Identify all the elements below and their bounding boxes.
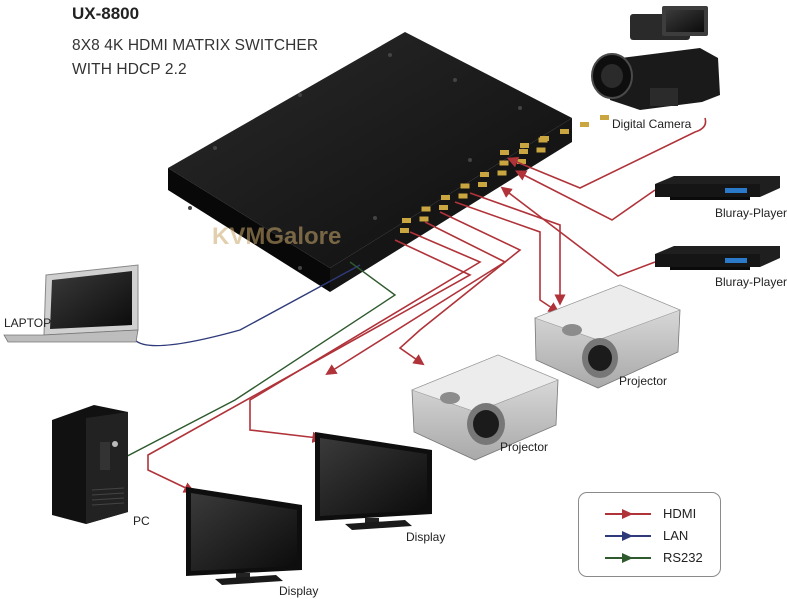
hdmi-port [540, 136, 549, 141]
legend-item-lan: LAN [579, 527, 720, 545]
display-label: Display [279, 584, 319, 598]
laptop [3, 264, 139, 343]
projector-2 [534, 284, 681, 389]
legend-label: LAN [663, 528, 689, 543]
hdmi-cables [147, 117, 707, 493]
hdmi-port-array [400, 115, 609, 233]
hdmi-port [600, 115, 609, 120]
hdmi-port [517, 159, 526, 164]
hdmi-port [560, 129, 569, 134]
bluray-player-1 [655, 176, 780, 200]
lan-cable [134, 264, 361, 347]
digital-camera [591, 6, 720, 110]
hdmi-port [421, 206, 431, 212]
watermark: KVMGalore [212, 223, 341, 250]
hdmi-port [458, 193, 468, 199]
hdmi-cable [506, 117, 707, 189]
hdmi-port [419, 216, 429, 222]
arrow-icon [622, 509, 633, 519]
subtitle-line: WITH HDCP 2.2 [72, 61, 187, 78]
legend: HDMI LAN RS232 [578, 492, 721, 577]
hdmi-port [580, 122, 589, 127]
legend-item-rs232: RS232 [579, 549, 720, 567]
pc-tower [52, 405, 128, 524]
product-model: UX-8800 [72, 4, 140, 23]
bluray-label: Bluray-Player [715, 206, 787, 220]
bluray-player-2 [655, 246, 780, 270]
camera-label: Digital Camera [612, 117, 692, 131]
arrow-icon [622, 553, 633, 563]
hdmi-cable [469, 192, 566, 306]
hdmi-port [402, 218, 411, 223]
hdmi-cable [398, 211, 522, 366]
hdmi-port [536, 147, 546, 153]
hdmi-port [460, 183, 470, 189]
display-2 [315, 432, 432, 530]
hdmi-cable [147, 239, 472, 493]
hdmi-port [441, 195, 450, 200]
hdmi-cable [325, 221, 507, 375]
hdmi-port [500, 150, 509, 155]
hdmi-cable [454, 201, 560, 314]
legend-label: HDMI [663, 506, 697, 521]
hdmi-port [497, 170, 507, 176]
hdmi-cable [515, 170, 656, 221]
hdmi-port [499, 160, 509, 166]
hdmi-port [519, 149, 528, 154]
hdmi-port [520, 143, 529, 148]
rs232-cable [109, 261, 397, 466]
hdmi-port [480, 172, 489, 177]
projector-label: Projector [619, 374, 668, 388]
arrow-icon [622, 531, 633, 541]
legend-item-hdmi: HDMI [579, 505, 720, 523]
laptop-label: LAPTOP [4, 316, 52, 330]
projector-1 [411, 354, 559, 461]
display-label: Display [406, 530, 446, 544]
hdmi-port [478, 182, 487, 187]
hdmi-port [400, 228, 409, 233]
display-1 [186, 487, 302, 585]
switcher-top [168, 32, 572, 268]
pc-label: PC [133, 514, 150, 528]
switcher-front [168, 168, 330, 292]
product-description: 8X8 4K HDMI MATRIX SWITCHER WITH HDCP 2.… [72, 34, 318, 82]
bluray-label: Bluray-Player [715, 275, 787, 289]
legend-label: RS232 [663, 550, 703, 565]
hdmi-cable [249, 231, 482, 443]
projector-label: Projector [500, 440, 549, 454]
subtitle-line: 8X8 4K HDMI MATRIX SWITCHER [72, 37, 319, 54]
hdmi-port [439, 205, 448, 210]
